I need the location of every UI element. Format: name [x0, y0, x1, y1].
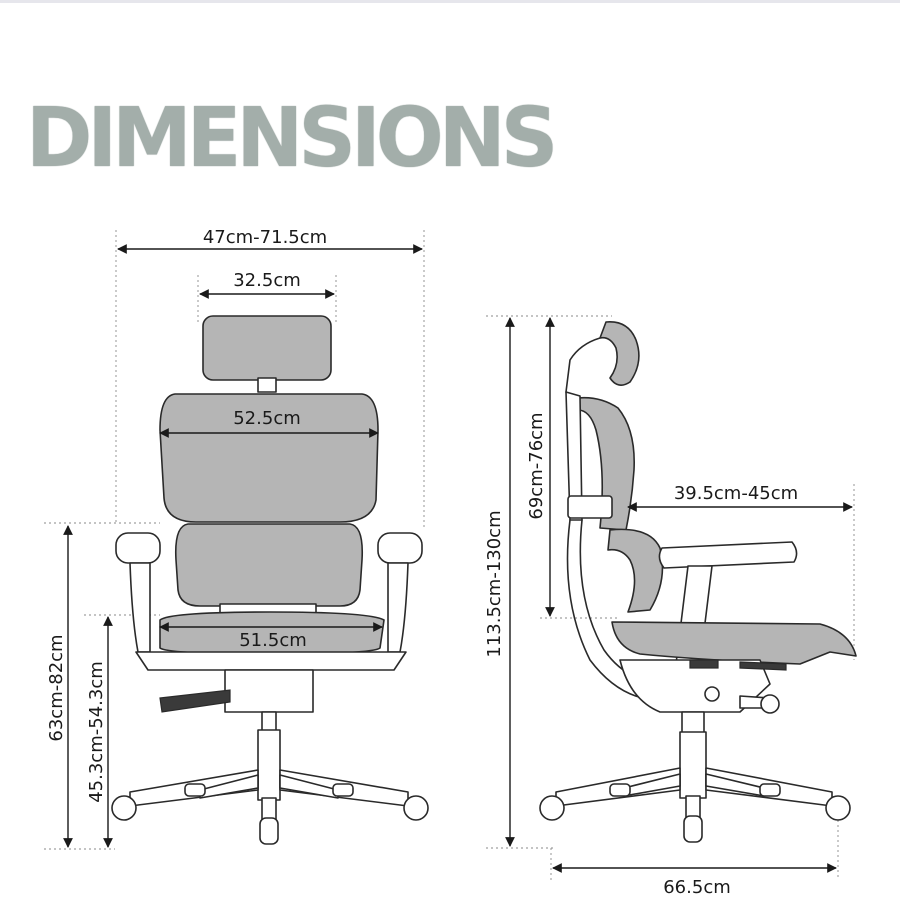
dim-backrest-height-label: 69cm-76cm — [526, 412, 547, 519]
page-title: DIMENSIONS — [26, 89, 558, 186]
dim-base-depth-label: 66.5cm — [663, 877, 731, 898]
front-armrest-left-post — [129, 562, 151, 653]
front-caster-back-right — [332, 783, 354, 797]
front-cylinder-top — [261, 711, 277, 733]
dim-overall-width-label: 47cm-71.5cm — [203, 227, 327, 248]
front-caster-right — [403, 795, 429, 821]
front-headrest — [202, 315, 332, 381]
front-headrest-post — [257, 377, 277, 393]
front-leg-back-left — [199, 774, 259, 799]
dim-headrest-width-label: 32.5cm — [233, 270, 301, 291]
side-back-adjuster — [567, 495, 613, 519]
dim-backrest-width-label: 52.5cm — [233, 408, 301, 429]
side-cylinder — [679, 731, 707, 799]
top-rule — [0, 0, 900, 3]
dim-armrest-height-label: 63cm-82cm — [46, 634, 67, 741]
front-caster-back-left — [184, 783, 206, 797]
side-lumbar — [607, 528, 664, 613]
side-back-frame — [566, 519, 661, 701]
dim-seat-width-label: 51.5cm — [239, 630, 307, 651]
side-caster-left — [539, 795, 565, 821]
dim-seat-height-label: 45.3cm-54.3cm — [86, 661, 107, 803]
side-seat — [611, 621, 857, 665]
side-caster-back-right — [759, 783, 781, 797]
dim-seat-depth-label: 39.5cm-45cm — [674, 483, 798, 504]
front-armrest-right-post — [387, 562, 409, 653]
front-armrest-left-pad — [115, 532, 161, 564]
front-seat-base — [135, 651, 407, 671]
side-armrest-pad — [658, 541, 798, 569]
front-backrest-lower — [174, 523, 364, 607]
side-seat-lever — [739, 661, 787, 671]
front-chair-drawing — [111, 315, 429, 845]
side-caster-right — [825, 795, 851, 821]
side-view: 113.5cm-130cm 69cm-76cm 39.5cm-45cm 66.5… — [484, 315, 857, 898]
front-cylinder — [257, 729, 281, 801]
side-headrest — [599, 321, 640, 386]
side-seat-slider — [689, 659, 719, 669]
front-view: 47cm-71.5cm 32.5cm 52.5cm 51.5cm 63cm-82… — [44, 227, 429, 850]
front-mechanism — [224, 669, 314, 713]
side-cylinder-top — [681, 711, 705, 735]
front-leg-back-right — [279, 774, 339, 799]
side-caster-back-left — [609, 783, 631, 797]
side-chair-drawing — [539, 321, 857, 843]
side-caster-front — [683, 815, 703, 843]
dim-total-height-label: 113.5cm-130cm — [484, 510, 505, 657]
front-armrest-right-pad — [377, 532, 423, 564]
front-caster-left — [111, 795, 137, 821]
side-lever-knob — [760, 694, 780, 714]
front-caster-front — [259, 817, 279, 845]
front-backrest-upper — [159, 393, 379, 523]
front-lever — [159, 689, 231, 713]
side-tension-knob — [704, 686, 720, 702]
side-headrest-arm — [565, 337, 601, 393]
